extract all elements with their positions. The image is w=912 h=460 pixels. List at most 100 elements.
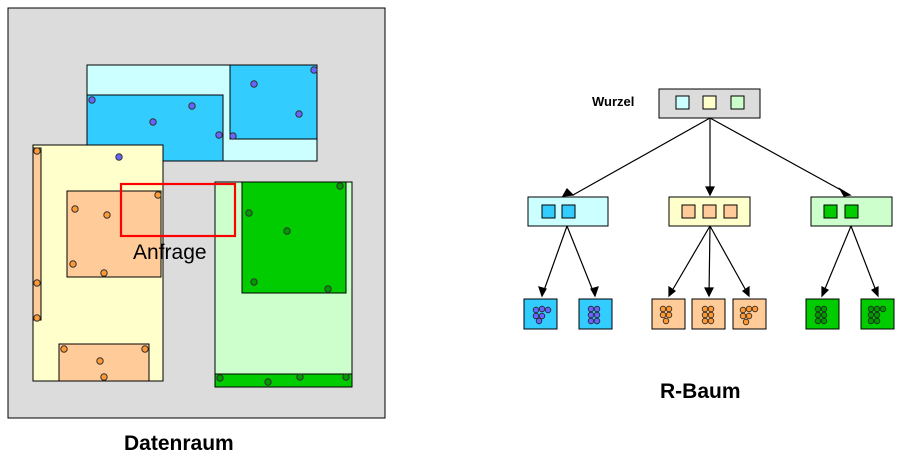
leaf-point (814, 311, 822, 319)
node-entry (823, 204, 838, 219)
arrow-head (538, 286, 547, 298)
node-entry (681, 204, 696, 219)
leaf-point (587, 305, 595, 313)
node-entry (702, 204, 717, 219)
data-point (96, 357, 104, 365)
data-point (115, 153, 123, 161)
tree-edge (821, 225, 852, 297)
leaf-point (587, 317, 595, 325)
leaf-point (873, 305, 881, 313)
data-point (141, 345, 149, 353)
data-point (324, 285, 332, 293)
orange-leaf-mbr-1 (32, 147, 42, 321)
leaf-points (532, 305, 887, 326)
leaf-point (701, 317, 709, 325)
data-point (216, 374, 224, 382)
leaf-point (814, 305, 822, 313)
leaf-point (814, 317, 822, 325)
node-entry (844, 204, 859, 219)
arrow-head (590, 286, 599, 298)
leaf-point (879, 305, 887, 313)
data-point (149, 118, 157, 126)
arrow-head (668, 285, 677, 298)
tree-edge (572, 117, 711, 196)
r-tree (523, 88, 895, 330)
data-point (296, 373, 304, 381)
data-point (154, 191, 162, 199)
leaf-point (745, 305, 753, 313)
data-point (33, 147, 41, 155)
orange-leaf-mbr-2 (66, 190, 162, 278)
data-point (250, 278, 258, 286)
data-point (33, 279, 41, 287)
arrow-head (741, 285, 750, 298)
tree-edge (850, 225, 879, 297)
tree-edges (538, 117, 879, 298)
leaf-point (867, 317, 875, 325)
data-points (33, 66, 350, 386)
leaf-point (707, 311, 715, 319)
data-point (215, 131, 223, 139)
leaf-point (873, 317, 881, 325)
leaf-point (532, 312, 540, 320)
leaf-point (739, 312, 747, 320)
leaf-point (659, 305, 667, 313)
tree-edge (708, 225, 711, 297)
leaf-point (867, 305, 875, 313)
leaf-point (701, 311, 709, 319)
data-point (69, 260, 77, 268)
data-point (229, 132, 237, 140)
root-node (658, 88, 761, 119)
leaf-point (532, 306, 540, 314)
data-point (60, 345, 68, 353)
data-point (342, 373, 350, 381)
green-leaf-mbr-2 (214, 373, 353, 388)
arrow-head (821, 286, 830, 298)
leaf-point (751, 305, 759, 313)
arrow-head (870, 286, 879, 298)
data-point (310, 66, 318, 74)
leaf-point (707, 305, 715, 313)
leaf-point (544, 306, 552, 314)
leaf-point (742, 318, 750, 326)
query-rectangle (119, 182, 237, 238)
leaf-point (707, 317, 715, 325)
leaf-point (593, 317, 601, 325)
tree-edge (541, 225, 568, 297)
leaf-node (732, 298, 767, 330)
data-point (188, 102, 196, 110)
data-space (7, 7, 386, 419)
data-point (100, 269, 108, 277)
data-point (103, 211, 111, 219)
internal-node-green (810, 196, 893, 227)
arrow-head (705, 186, 715, 197)
arrow-head (838, 187, 852, 197)
leaf-point (538, 312, 546, 320)
root-label: Wurzel (592, 94, 635, 109)
tree-caption: R-Baum (660, 380, 741, 403)
leaf-point (593, 311, 601, 319)
data-point (100, 373, 108, 381)
leaf-point (820, 317, 828, 325)
tree-edge (566, 225, 596, 297)
leaf-point (701, 305, 709, 313)
node-entry (723, 204, 738, 219)
arrow-head (704, 287, 714, 298)
node-entry (561, 204, 576, 219)
data-space-caption: Datenraum (124, 432, 234, 455)
leaf-point (739, 306, 747, 314)
leaf-point (662, 317, 670, 325)
leaf-point (659, 311, 667, 319)
tree-edge (668, 225, 711, 297)
internal-node-orange (668, 196, 751, 227)
root-entry-blue (675, 95, 690, 110)
data-point (250, 80, 258, 88)
internal-node-blue (527, 196, 609, 227)
leaf-point (745, 312, 753, 320)
leaf-point (873, 311, 881, 319)
data-point (33, 314, 41, 322)
leaf-point (867, 311, 875, 319)
data-point (88, 96, 96, 104)
data-point (71, 205, 79, 213)
